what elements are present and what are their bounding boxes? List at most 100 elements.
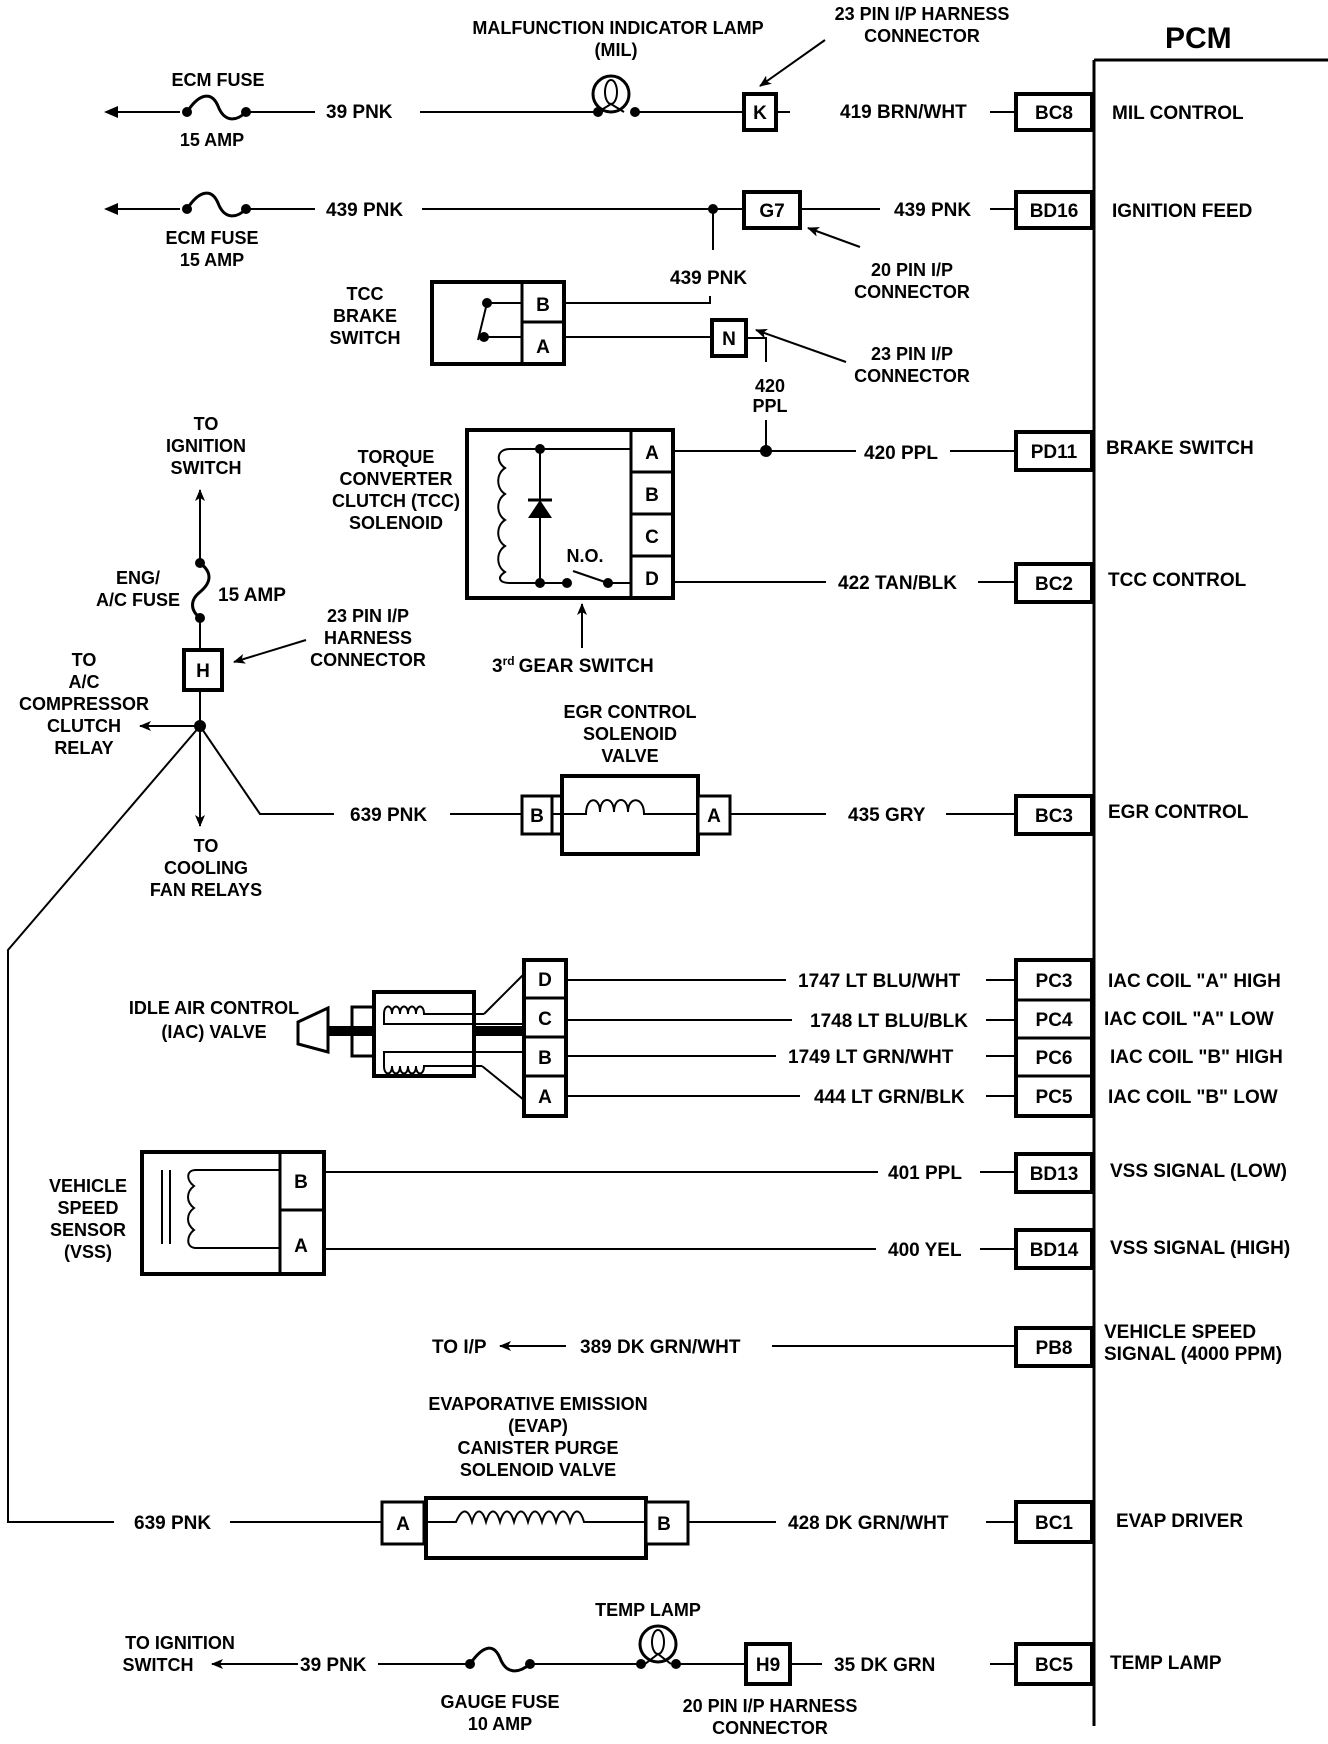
- component-label: (IAC) VALVE: [161, 1022, 266, 1042]
- destination-label: FAN RELAYS: [150, 880, 262, 900]
- connector-pin: H: [196, 661, 210, 682]
- connector-pin: G7: [759, 201, 784, 222]
- pcm-pin-bc1: [1014, 1500, 1094, 1544]
- pin-label: BD13: [1030, 1164, 1079, 1185]
- destination-label: IGNITION: [166, 436, 246, 456]
- pin-function: IAC COIL "A" HIGH: [1108, 971, 1281, 992]
- connector-n: [710, 318, 748, 358]
- fuse-label: A/C FUSE: [96, 590, 180, 610]
- pin-label: BC5: [1035, 1655, 1073, 1676]
- wire-label: 422 TAN/BLK: [838, 573, 957, 594]
- wire-label: 400 YEL: [888, 1240, 962, 1261]
- component-label: EGR CONTROL: [564, 702, 697, 722]
- wire-label: 35 DK GRN: [834, 1655, 935, 1676]
- wire-label: 39 PNK: [326, 102, 393, 123]
- component-label: CANISTER PURGE: [457, 1438, 618, 1458]
- pin-label: BC2: [1035, 574, 1073, 595]
- wire-label: 1748 LT BLU/BLK: [810, 1011, 968, 1032]
- connector-label: 23 PIN I/P: [871, 344, 953, 364]
- ecm-fuse-label: ECM FUSE: [165, 228, 258, 248]
- fuse-icon: [182, 191, 251, 218]
- mil-circuit: ECM FUSE 15 AMP 39 PNK MALFUNCTION INDIC…: [104, 4, 1244, 150]
- destination-label: TO: [194, 414, 219, 434]
- pin-function: IAC COIL "A" LOW: [1104, 1009, 1274, 1030]
- pin-function: EVAP DRIVER: [1116, 1511, 1243, 1532]
- component-label: EVAPORATIVE EMISSION: [428, 1394, 647, 1414]
- wire-label: 419 BRN/WHT: [840, 102, 967, 123]
- ecm-fuse-rating: 15 AMP: [180, 250, 244, 270]
- connector-h: [182, 648, 224, 692]
- connector-label-2: CONNECTOR: [854, 366, 970, 386]
- arrow-left-icon: [104, 106, 118, 118]
- terminal-b: B: [645, 485, 659, 506]
- pin-function: MIL CONTROL: [1112, 103, 1244, 124]
- pcm-pin-bd14: [1014, 1228, 1094, 1270]
- component-label: VALVE: [601, 746, 658, 766]
- component-label: TCC: [347, 284, 384, 304]
- wire-label: 439 PNK: [326, 200, 403, 221]
- connector-label-2: CONNECTOR: [712, 1718, 828, 1738]
- coil-icon: [497, 448, 631, 584]
- wire-label: 439 PNK: [894, 200, 971, 221]
- pcm-pin-bd16: [1014, 190, 1094, 230]
- pintle-icon: [296, 1005, 330, 1054]
- terminal-a: A: [538, 1087, 552, 1108]
- lamp-icon: [591, 74, 640, 117]
- pin-label: BD16: [1030, 201, 1079, 222]
- connector-h9: [744, 1642, 792, 1686]
- wire-label: 444 LT GRN/BLK: [814, 1087, 965, 1108]
- pin-label: BC8: [1035, 103, 1073, 124]
- destination-label: COMPRESSOR: [19, 694, 149, 714]
- component-label: SOLENOID: [349, 513, 443, 533]
- wire-label: 435 GRY: [848, 805, 926, 826]
- connector-label: 20 PIN I/P HARNESS: [683, 1696, 858, 1716]
- pin-label: BD14: [1030, 1240, 1079, 1261]
- pin-label: PC4: [1036, 1010, 1073, 1031]
- arrow-icon: [759, 39, 826, 87]
- terminal-d: D: [645, 569, 659, 590]
- pin-function: IAC COIL "B" HIGH: [1110, 1047, 1283, 1068]
- lamp-icon: [636, 1624, 681, 1669]
- component-label: CONVERTER: [339, 469, 452, 489]
- pcm-pin-pd11: [1014, 430, 1094, 472]
- destination-label: RELAY: [54, 738, 113, 758]
- arrow-icon: [755, 328, 847, 363]
- pin-function: EGR CONTROL: [1108, 802, 1249, 823]
- connector-g7: [742, 190, 802, 230]
- destination-label: TO: [194, 836, 219, 856]
- fuse-rating: 10 AMP: [468, 1714, 532, 1734]
- terminal-c: C: [538, 1009, 552, 1030]
- component-label: (EVAP): [508, 1416, 568, 1436]
- coil-icon: [383, 1005, 432, 1015]
- pin-function: IGNITION FEED: [1112, 201, 1252, 222]
- wire-label: 1747 LT BLU/WHT: [798, 971, 961, 992]
- pin-function: TEMP LAMP: [1110, 1653, 1222, 1674]
- coil-icon: [424, 1510, 646, 1526]
- coil-icon: [383, 1065, 432, 1075]
- connector-label-2: CONNECTOR: [854, 282, 970, 302]
- arrow-left-icon: [104, 203, 118, 215]
- pcm-title: PCM: [1165, 22, 1232, 55]
- component-label: SENSOR: [50, 1220, 126, 1240]
- terminal-c: C: [645, 527, 659, 548]
- mil-label-abbr: (MIL): [595, 40, 638, 60]
- connector-label: 23 PIN I/P HARNESS: [835, 4, 1010, 24]
- tcc-brake-switch: B A TCC BRAKE SWITCH N 23 PIN I/P CONNEC…: [330, 280, 970, 448]
- ecm-fuse-label: ECM FUSE: [171, 70, 264, 90]
- arrow-icon: [807, 227, 861, 248]
- connector-label: HARNESS: [324, 628, 412, 648]
- terminal-label: B: [657, 1514, 671, 1535]
- connector-pin: N: [722, 329, 736, 350]
- terminal-a: A: [645, 443, 659, 464]
- wire-label: PPL: [752, 396, 787, 416]
- temp-lamp-circuit: TO IGNITION SWITCH 39 PNK GAUGE FUSE 10 …: [123, 1600, 1222, 1738]
- destination-label: A/C: [69, 672, 100, 692]
- pcm-pin-pb8: [1014, 1326, 1094, 1368]
- fuse-rating: 15 AMP: [218, 585, 286, 606]
- component-label: SOLENOID VALVE: [460, 1460, 616, 1480]
- destination-label: SWITCH: [171, 458, 242, 478]
- wire-label: 439 PNK: [670, 268, 747, 289]
- switch-icon: [572, 570, 609, 584]
- switch-label: N.O.: [566, 546, 603, 566]
